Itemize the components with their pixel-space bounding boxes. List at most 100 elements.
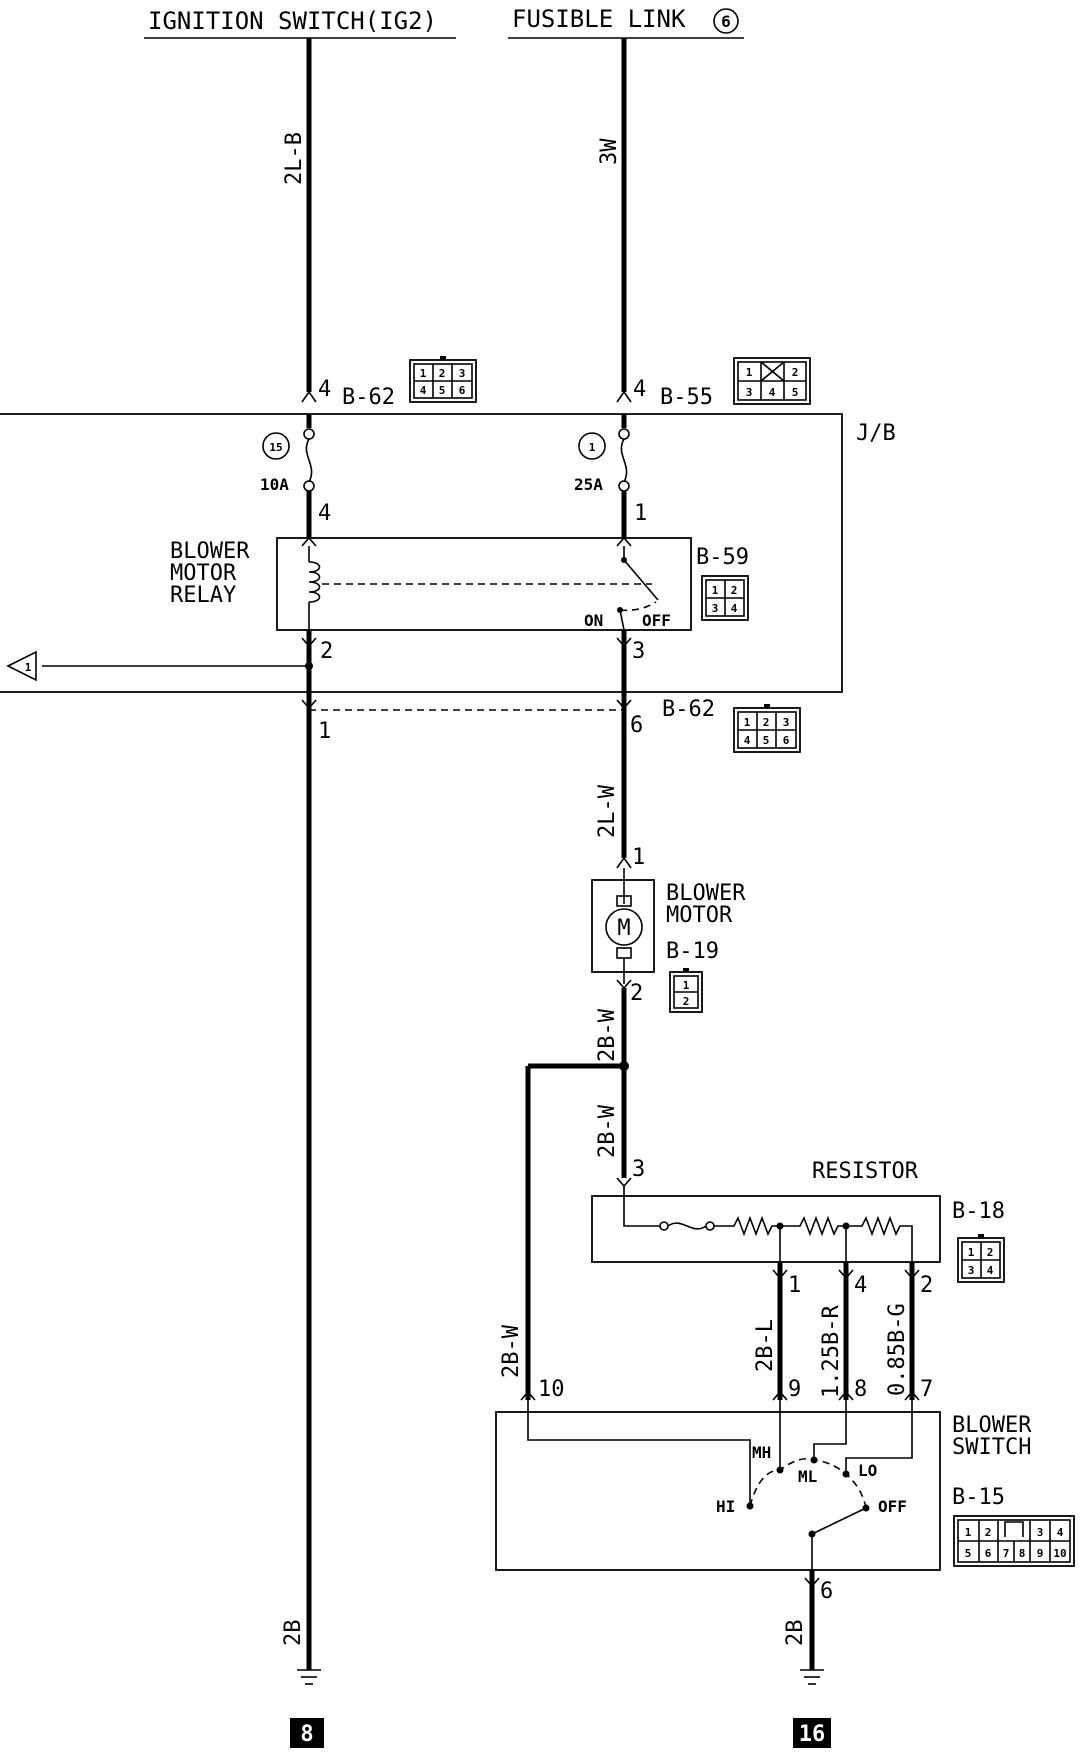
- relay-switch-lead-bottom: [619, 609, 625, 631]
- motor-symbol-circle: [605, 908, 643, 946]
- switch-internal-hi-path: [527, 1400, 751, 1504]
- svg-text:2: 2: [987, 1246, 994, 1259]
- pin-res-1: 1: [788, 1273, 801, 1298]
- svg-text:10: 10: [1053, 1547, 1066, 1560]
- blower-motor-box: [591, 879, 655, 973]
- svg-text:4: 4: [731, 602, 738, 615]
- fuse-left-number: 15: [269, 441, 282, 454]
- svg-text:3: 3: [712, 602, 719, 615]
- fuse-right-element: [620, 438, 628, 483]
- pin-b62-bot-6: 6: [630, 713, 643, 738]
- connector-icon-b59: 1 2 3 4: [701, 575, 749, 621]
- resistor-pin4-arrow: [838, 1269, 854, 1280]
- wire-label-085bg: 0.85B-G: [885, 1303, 910, 1396]
- relay-label-line2: MOTOR: [170, 561, 237, 586]
- svg-text:3: 3: [783, 716, 790, 729]
- thermal-fuse-terminal-left: [659, 1221, 669, 1231]
- wire-label-2lb: 2L-B: [282, 132, 307, 185]
- wire-label-2bw-c: 2B-W: [499, 1324, 524, 1378]
- svg-text:6: 6: [783, 734, 790, 747]
- pin-relay-1: 1: [634, 501, 647, 526]
- fusible-link-number-circle: [713, 8, 739, 34]
- relay-pin3-arrow: [616, 637, 632, 648]
- motor-label-line1: BLOWER: [666, 881, 746, 906]
- svg-text:1: 1: [968, 1246, 975, 1259]
- svg-text:5: 5: [792, 386, 799, 399]
- svg-text:7: 7: [1003, 1547, 1010, 1560]
- pin-res-2: 2: [920, 1273, 933, 1298]
- connector-b62-top-label: B-62: [342, 385, 395, 410]
- pin-res-3: 3: [632, 1157, 645, 1182]
- pin-relay-4: 4: [318, 501, 331, 526]
- svg-text:2: 2: [985, 1526, 992, 1539]
- svg-text:1: 1: [683, 979, 690, 992]
- relay-off-label: OFF: [642, 611, 671, 630]
- resistor-element-3: [846, 1215, 913, 1262]
- connector-arrow-b62-top: [301, 390, 317, 403]
- ground-symbol-right: [800, 1669, 824, 1685]
- svg-text:5: 5: [763, 734, 770, 747]
- pin-b62-top-4: 4: [318, 377, 331, 402]
- svg-text:2: 2: [792, 366, 799, 379]
- relay-switch-travel: [619, 601, 657, 612]
- svg-text:4: 4: [769, 386, 776, 399]
- fuse-right-number: 1: [589, 441, 596, 454]
- ground-ref-left-box: [290, 1718, 324, 1748]
- switch-pos-mh: MH: [752, 1443, 771, 1462]
- pin-sw-6: 6: [820, 1579, 833, 1604]
- svg-text:6: 6: [459, 384, 466, 397]
- switch-pos-ml: ML: [798, 1467, 817, 1486]
- resistor-element-1: [714, 1215, 780, 1237]
- connector-arrow-b55: [616, 390, 632, 403]
- relay-coil: [308, 561, 321, 603]
- svg-text:4: 4: [987, 1264, 994, 1277]
- svg-text:1: 1: [420, 367, 427, 380]
- fuse-right-rating: 25A: [574, 475, 603, 494]
- ground-symbol-left: [297, 1669, 321, 1685]
- fuse-left-bottom-terminal: [303, 480, 315, 492]
- resistor-label: RESISTOR: [812, 1159, 919, 1184]
- svg-text:1: 1: [965, 1526, 972, 1539]
- thermal-fuse-terminal-right: [705, 1221, 715, 1231]
- svg-text:9: 9: [1037, 1547, 1044, 1560]
- svg-text:2: 2: [763, 716, 770, 729]
- switch-position-arc: [749, 1457, 867, 1509]
- fuse-right-top-terminal: [618, 428, 630, 440]
- connector-b19-label: B-19: [666, 939, 719, 964]
- svg-text:5: 5: [439, 384, 446, 397]
- svg-text:4: 4: [420, 384, 427, 397]
- fuse-right-number-circle: [578, 432, 606, 460]
- wire-label-2bw-b: 2B-W: [595, 1104, 620, 1158]
- motor-pin1-arrow: [616, 856, 632, 869]
- svg-text:4: 4: [1057, 1526, 1064, 1539]
- ground-ref-right-number: 16: [799, 1722, 826, 1747]
- connector-b18-label: B-18: [952, 1199, 1005, 1224]
- connector-icon-b19: 1 2: [669, 968, 703, 1013]
- svg-text:1: 1: [744, 716, 751, 729]
- resistor-element-2: [780, 1215, 846, 1237]
- offpage-connector-arrow: [6, 650, 37, 682]
- fuse-left-element: [305, 438, 313, 483]
- fusible-link-number: 6: [721, 12, 731, 31]
- switch-pin10-arrow: [520, 1390, 536, 1401]
- offpage-connector-number: 1: [25, 661, 32, 674]
- wire-label-125br: 1.25B-R: [819, 1305, 844, 1398]
- svg-text:2: 2: [439, 367, 446, 380]
- wire-label-3w: 3W: [597, 138, 622, 165]
- switch-pos-lo: LO: [858, 1461, 877, 1480]
- switch-wiper: [811, 1507, 867, 1535]
- connector-icon-b18: 1 2 3 4: [957, 1234, 1005, 1283]
- pin-sw-8: 8: [854, 1377, 867, 1402]
- resistor-internal-circuit: [623, 1186, 660, 1227]
- fuse-right-bottom-terminal: [618, 480, 630, 492]
- wire-label-2b-left: 2B: [281, 1620, 306, 1647]
- fuse-left-rating: 10A: [260, 475, 289, 494]
- ignition-switch-label: IGNITION SWITCH(IG2): [148, 7, 437, 35]
- motor-symbol: M: [617, 916, 630, 941]
- connector-icon-b55: 1 2 3 4 5: [733, 357, 811, 405]
- svg-text:3: 3: [968, 1264, 975, 1277]
- wire-label-2lw: 2L-W: [595, 784, 620, 838]
- relay-on-label: ON: [584, 611, 603, 630]
- pin-relay-3: 3: [632, 639, 645, 664]
- relay-pin4-arrow: [301, 536, 317, 547]
